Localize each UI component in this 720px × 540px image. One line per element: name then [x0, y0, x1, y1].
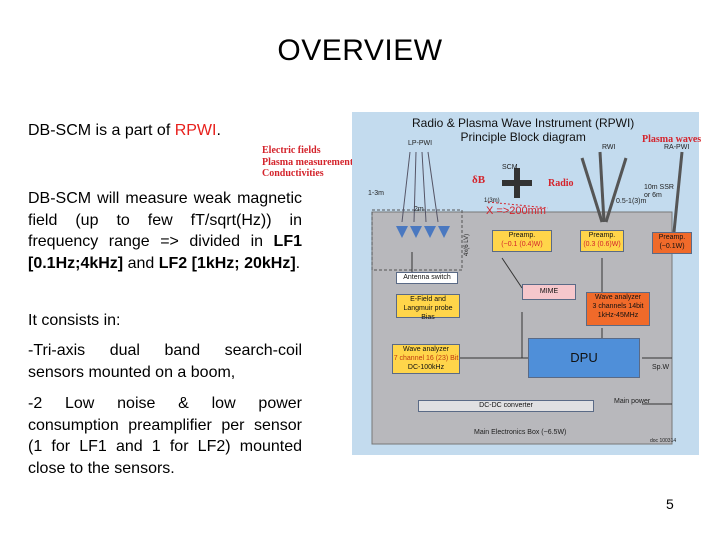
measurement-and: and	[123, 254, 159, 272]
wave-lf-line2: 7 channel 16 (23) Bit	[393, 355, 459, 362]
preamp-scm-label: Preamp.	[508, 232, 536, 239]
page-number: 5	[666, 496, 674, 512]
preamp-ra-power: (~0.1W)	[659, 243, 685, 250]
delta-b-label: δB	[472, 174, 486, 186]
preamp-scm-power: (~0.1 (0.4)W)	[501, 241, 543, 248]
rpwi-block-diagram: Radio & Plasma Wave Instrument (RPWI) Pr…	[352, 112, 702, 455]
lf1-band: LF1 [0.1Hz;4kHz]	[28, 233, 302, 272]
diagram-title: Radio & Plasma Wave Instrument (RPWI) Pr…	[412, 116, 634, 144]
lf2-band: LF2 [1kHz; 20kHz]	[158, 254, 296, 272]
ra-pwi-label: RA-PWI	[664, 144, 690, 151]
preamp-scm-box: Preamp. (~0.1 (0.4)W)	[492, 230, 552, 252]
bias-vertical-label: 4x(6 LV)	[464, 233, 471, 257]
consists-heading: It consists in:	[28, 312, 121, 329]
length-10m: 10m SSR or 6m	[644, 184, 674, 199]
preamp-rwi-power: (0.3 (0.6)W)	[583, 241, 621, 248]
preamp-ra-label: Preamp.	[658, 234, 686, 241]
hm-label: 1(3m)	[484, 198, 500, 204]
slide-title: OVERVIEW	[277, 34, 443, 67]
wave-analyzer-hf-box: Wave analyzer 3 channels 14bit 1kHz-45MH…	[586, 292, 650, 326]
diagram-title-line2: Principle Block diagram	[460, 130, 586, 144]
credit-label: doc 100314	[650, 438, 677, 444]
diagram-title-line1: Radio & Plasma Wave Instrument (RPWI)	[412, 116, 635, 130]
measurement-paragraph: DB-SCM will measure weak magnetic field …	[28, 188, 302, 274]
sp-w-label: Sp.W	[652, 364, 670, 371]
efield-line2: Langmuir probe Bias	[403, 305, 453, 321]
preamp-ra-box: Preamp. (~0.1W)	[652, 232, 692, 254]
electric-fields-label: Electric fields	[262, 145, 321, 156]
x-annotation: X =>200mm	[486, 205, 546, 217]
antenna-switch-box: Antenna switch	[396, 272, 458, 284]
lp-pwi-label: LP-PWI	[408, 140, 433, 147]
intro-suffix: .	[216, 122, 221, 139]
radio-label: Radio	[548, 178, 574, 189]
conductivities-label: Conductivities	[262, 168, 324, 179]
dpu-box: DPU	[528, 338, 640, 378]
meb-label: Main Electronics Box (~6.5W)	[474, 429, 567, 436]
length-1-3m: 1-3m	[368, 190, 384, 197]
plasma-measurements-label: Plasma measurements	[262, 156, 358, 168]
field-labels: Electric fields Plasma measurements Cond…	[262, 145, 357, 180]
rpwi-highlight: RPWI	[174, 122, 217, 139]
wave-lf-line1: Wave analyzer	[402, 346, 450, 353]
intro-text: DB-SCM is a part of RPWI.	[28, 120, 302, 142]
preamp-description: -2 Low noise & low power consumption pre…	[28, 395, 302, 477]
mime-box: MIME	[522, 284, 576, 300]
measurement-end: .	[295, 254, 301, 272]
plasma-waves-label: Plasma waves	[642, 134, 702, 145]
preamp-rwi-box: Preamp. (0.3 (0.6)W)	[580, 230, 624, 252]
wave-hf-line2: 3 channels 14bit	[592, 303, 644, 310]
efield-line1: E-Field and	[410, 296, 446, 303]
wave-hf-line3: 1kHz-45MHz	[597, 312, 639, 319]
intro-prefix: DB-SCM is a part of	[28, 122, 175, 139]
main-power-label: Main power	[614, 398, 651, 405]
wave-analyzer-lf-box: Wave analyzer 7 channel 16 (23) Bit DC-1…	[392, 344, 460, 374]
measurement-text: DB-SCM will measure weak magnetic field …	[28, 190, 302, 250]
preamp-rwi-label: Preamp.	[588, 232, 616, 239]
wave-hf-line1: Wave analyzer	[594, 294, 642, 301]
scm-label: SCM	[502, 164, 518, 171]
dcdc-box: DC-DC converter	[418, 400, 594, 412]
rwi-label: RWI	[602, 144, 616, 151]
length-05-1m: 0.5-1(3)m	[616, 198, 647, 205]
efield-bias-box: E-Field and Langmuir probe Bias	[396, 294, 460, 321]
length-2m: 2m	[414, 206, 424, 213]
wave-lf-line3: DC-100kHz	[407, 364, 445, 371]
sensor-description: -Tri-axis dual band search-coil sensors …	[28, 342, 302, 381]
